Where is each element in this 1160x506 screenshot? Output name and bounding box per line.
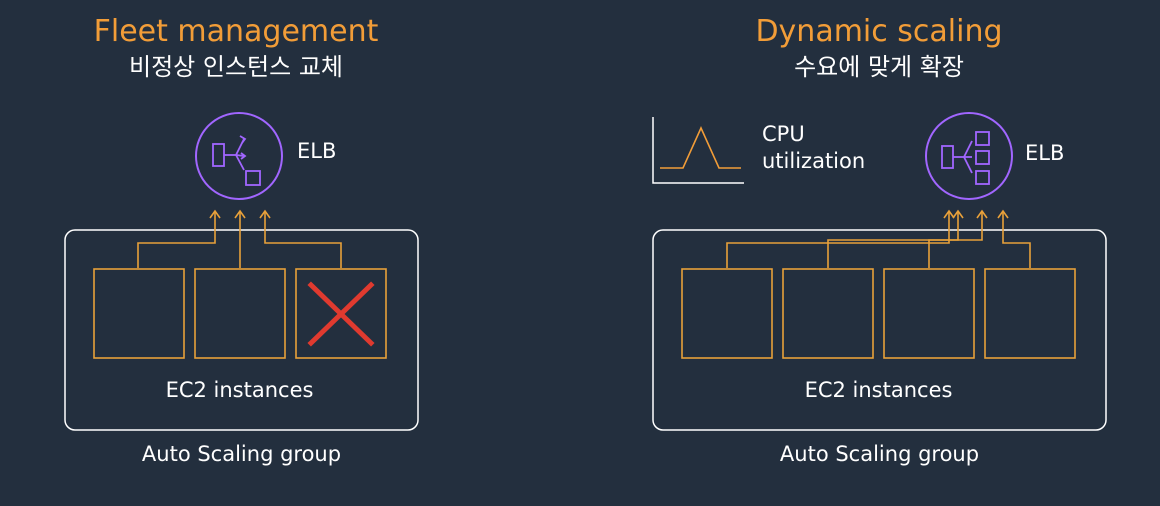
right-instance-4 <box>984 268 1076 359</box>
left-connectors <box>137 209 342 268</box>
cpu-label-line1: CPU <box>762 122 805 146</box>
right-elb-label: ELB <box>1025 141 1065 165</box>
left-auto-scaling-group-box <box>64 229 419 431</box>
left-ec2-instances-label: EC2 instances <box>165 378 314 402</box>
failed-instance-x-icon <box>307 281 375 347</box>
dynamic-scaling-subtitle: 수요에 맞게 확장 <box>794 53 964 81</box>
right-instance-3 <box>883 268 975 359</box>
left-elb-circle <box>195 112 283 200</box>
left-instance-2 <box>194 268 286 359</box>
cpu-graph-line <box>660 126 741 169</box>
right-instance-2 <box>782 268 874 359</box>
left-elb-icon <box>212 135 261 186</box>
fleet-management-title: Fleet management <box>93 14 379 49</box>
left-instance-3-failed <box>295 268 387 359</box>
fleet-management-subtitle: 비정상 인스턴스 교체 <box>129 53 343 81</box>
left-elb-label: ELB <box>297 139 337 163</box>
left-elb-node <box>195 112 283 200</box>
cpu-label-line2: utilization <box>762 149 866 173</box>
right-elb-icon <box>941 131 990 185</box>
right-auto-scaling-group-label: Auto Scaling group <box>779 442 980 466</box>
dynamic-scaling-title: Dynamic scaling <box>755 14 1003 49</box>
right-connectors <box>726 209 1031 268</box>
right-elb-node <box>925 112 1013 200</box>
cpu-utilization-graph <box>652 117 744 184</box>
right-auto-scaling-group-box <box>652 229 1107 431</box>
right-elb-circle <box>925 112 1013 200</box>
right-instances <box>681 268 1076 359</box>
right-ec2-instances-label: EC2 instances <box>804 378 953 402</box>
left-instances <box>93 268 387 359</box>
left-auto-scaling-group-label: Auto Scaling group <box>141 442 342 466</box>
left-instance-1 <box>93 268 185 359</box>
cpu-graph-axes <box>652 117 744 184</box>
right-instance-1 <box>681 268 773 359</box>
